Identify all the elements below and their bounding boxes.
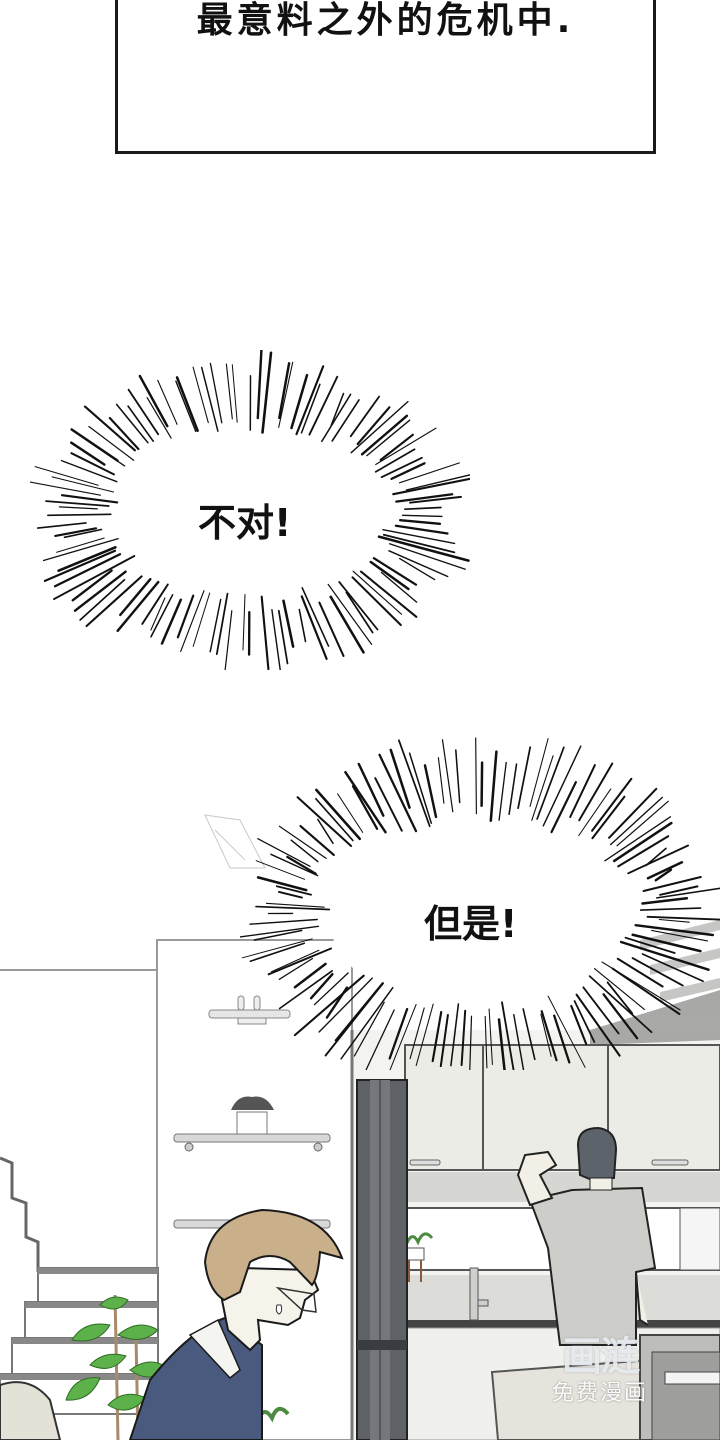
wall-shelf-top xyxy=(208,995,291,1025)
caption-box: 最意料之外的危机中. xyxy=(115,0,656,154)
watermark-subtitle: 免费漫画 xyxy=(551,1381,648,1406)
faucet xyxy=(469,1267,489,1321)
ceiling-light-fixture xyxy=(204,814,266,869)
dining-chair xyxy=(490,1358,670,1440)
kitchen-scene xyxy=(0,814,720,1440)
small-potted-plant xyxy=(404,1232,434,1282)
exclamation-text-2: 但是! xyxy=(424,902,518,946)
caption-text: 最意料之外的危机中. xyxy=(196,0,575,41)
man-reaching-cabinet xyxy=(516,1126,657,1346)
leafy-plant xyxy=(65,1294,169,1440)
exclamation-text-1: 不对! xyxy=(198,501,292,545)
watermark: 画涟 免费漫画 xyxy=(540,1335,660,1409)
wall-shelf-middle xyxy=(173,1096,331,1152)
speed-lines-burst-1 xyxy=(30,350,470,670)
staircase xyxy=(0,1156,40,1272)
speed-lines-burst-2 xyxy=(240,737,720,1070)
watermark-logo: 画涟 xyxy=(562,1334,640,1380)
refrigerator xyxy=(356,1079,408,1440)
man-with-glasses xyxy=(128,1208,344,1440)
sofa-cushion xyxy=(0,1381,62,1440)
